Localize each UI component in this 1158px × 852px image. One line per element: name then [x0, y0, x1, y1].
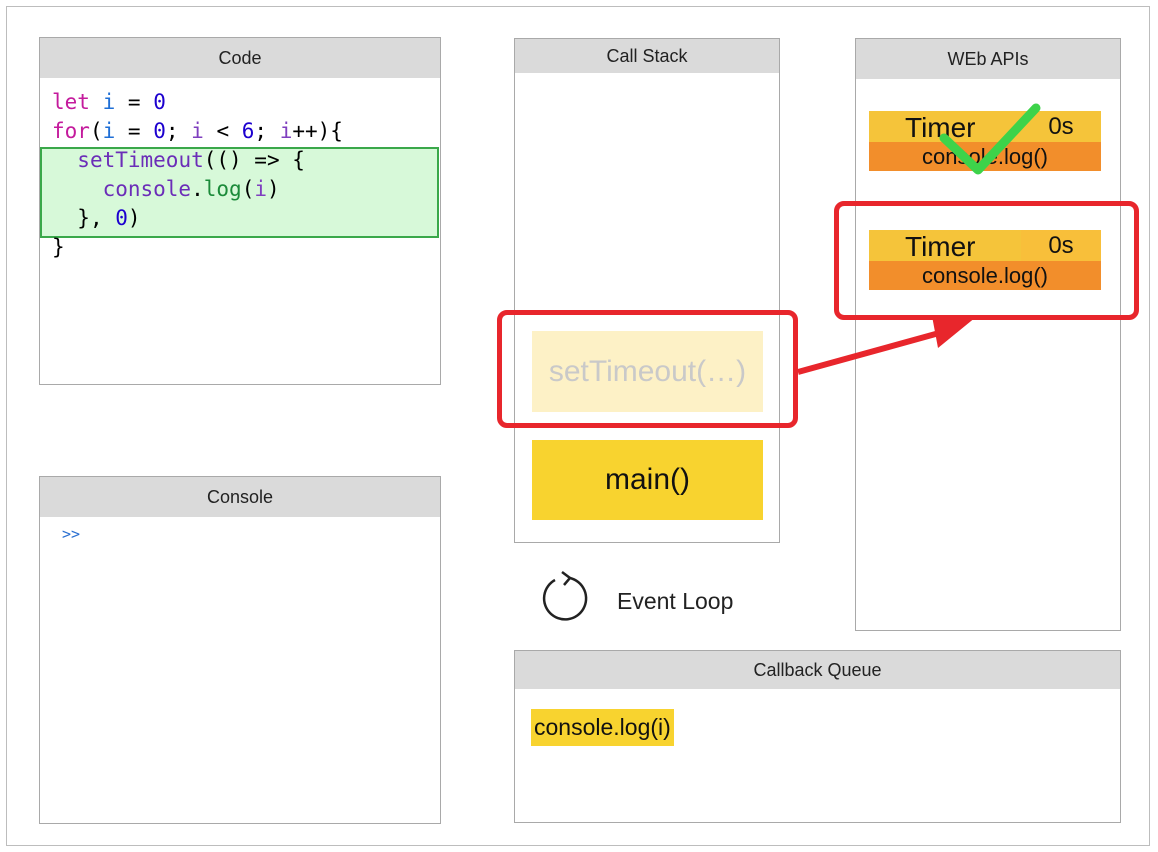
code-number: 0: [153, 90, 166, 114]
code-text: .: [191, 177, 204, 201]
console-prompt[interactable]: >>: [62, 525, 81, 543]
timer-value-background: [1021, 230, 1101, 261]
code-identifier: i: [254, 177, 267, 201]
console-panel-title: Console: [40, 477, 440, 517]
timer-callback: console.log(): [869, 261, 1101, 290]
timer-card: Timer 0s console.log(): [869, 111, 1101, 171]
stack-frame-main: main(): [532, 440, 763, 520]
code-text: ): [127, 206, 141, 230]
code-identifier: i: [279, 119, 293, 143]
diagram-frame: [6, 6, 1150, 846]
highlight-box-new-timer: [834, 201, 1139, 320]
code-text: (: [89, 119, 103, 143]
code-highlight-box: [40, 147, 439, 238]
timer-header: Timer 0s: [869, 111, 1101, 143]
highlight-box-settimeout: [497, 310, 798, 428]
code-text: ++){: [292, 119, 343, 143]
timer-callback: console.log(): [869, 142, 1101, 171]
timer-value: 0s: [1048, 113, 1074, 140]
callback-queue-title: Callback Queue: [515, 651, 1120, 689]
code-text: (() => {: [203, 148, 305, 172]
code-keyword-let: let: [52, 90, 90, 114]
timer-card: Timer 0s console.log(): [869, 230, 1101, 290]
web-apis-title: WEb APIs: [856, 39, 1120, 79]
code-number: 0: [115, 206, 128, 230]
code-keyword-for: for: [52, 119, 90, 143]
code-number: 0: [153, 119, 166, 143]
console-panel: Console >>: [39, 476, 441, 824]
code-text: =: [115, 119, 154, 143]
code-text: }: [52, 235, 65, 259]
code-block: let i = 0 for(i = 0; i < 6; i++){ setTim…: [52, 88, 343, 262]
code-text: (: [241, 177, 255, 201]
refresh-icon: [542, 571, 588, 621]
code-identifier: i: [102, 90, 116, 114]
code-function-settimeout: setTimeout: [77, 148, 204, 172]
code-panel-title: Code: [40, 38, 440, 78]
code-text: <: [203, 119, 242, 143]
code-text: ;: [254, 119, 280, 143]
callback-queue-item: console.log(i): [531, 709, 674, 746]
timer-label: Timer: [905, 112, 976, 143]
timer-label: Timer: [905, 231, 976, 262]
stack-frame-settimeout: setTimeout(…): [532, 331, 763, 412]
code-function-log: log: [203, 177, 242, 201]
code-text: ;: [165, 119, 192, 143]
code-identifier: i: [102, 119, 116, 143]
code-text: ): [267, 177, 280, 201]
timer-value: 0s: [1048, 232, 1074, 259]
code-text: =: [115, 90, 154, 114]
call-stack-title: Call Stack: [515, 39, 779, 73]
code-number: 6: [241, 119, 255, 143]
event-loop-label: Event Loop: [617, 588, 734, 614]
code-identifier: i: [191, 119, 204, 143]
code-identifier-console: console: [102, 177, 192, 201]
code-text: },: [77, 206, 116, 230]
timer-header: Timer 0s: [869, 230, 1101, 262]
